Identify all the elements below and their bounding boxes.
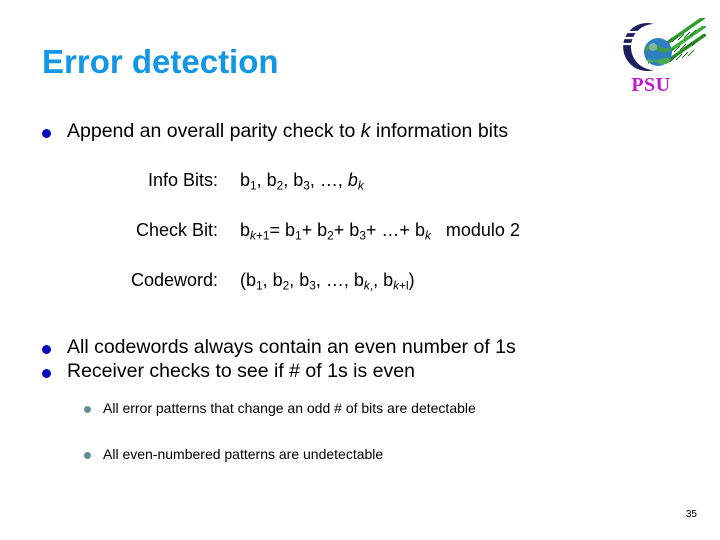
bullet-receiver-checks: Receiver checks to see if # of 1s is eve… xyxy=(42,360,415,383)
psu-logo: PSU xyxy=(596,16,706,108)
bullet-append-parity: Append an overall parity check to k info… xyxy=(42,120,508,143)
bullet-text-italic-k: k xyxy=(360,120,371,142)
equation-row-codeword: Codeword: (b1, b2, b3, …, bk,, bk+l) xyxy=(98,270,415,291)
psu-globe-logo-icon xyxy=(608,18,706,71)
equation-value-codeword: (b1, b2, b3, …, bk,, bk+l) xyxy=(240,270,415,293)
subbullet-even-patterns-undetectable: All even-numbered patterns are undetecta… xyxy=(84,446,383,463)
equation-value-check-bit: bk+1= b1+ b2+ b3+ …+ bk modulo 2 xyxy=(240,220,520,243)
subbullet-odd-patterns-detectable: All error patterns that change an odd # … xyxy=(84,400,476,417)
bullet-dot-icon xyxy=(42,369,51,378)
bullet-all-codewords-even-label: All codewords always contain an even num… xyxy=(67,336,516,358)
psu-logo-text: PSU xyxy=(631,74,671,96)
equation-label-info-bits: Info Bits: xyxy=(147,170,218,190)
equation-row-check-bit: Check Bit: bk+1= b1+ b2+ b3+ …+ bk modulo… xyxy=(98,220,520,241)
bullet-receiver-checks-label: Receiver checks to see if # of 1s is eve… xyxy=(67,360,415,382)
bullet-text-part-1: Append an overall parity check to xyxy=(67,120,361,142)
bullet-append-parity-label: Append an overall parity check to k info… xyxy=(67,120,508,143)
equation-label-codeword: Codeword: xyxy=(130,270,218,290)
equation-row-info-bits: Info Bits: b1, b2, b3, …, bk xyxy=(98,170,364,191)
bullet-text-part-2: information bits xyxy=(370,120,509,142)
page-number: 35 xyxy=(685,509,697,520)
subbullet-even-patterns-undetectable-label: All even-numbered patterns are undetecta… xyxy=(103,446,384,462)
equation-value-info-bits: b1, b2, b3, …, bk xyxy=(240,170,364,193)
page-title: Error detection xyxy=(42,43,279,80)
equation-label-check-bit: Check Bit: xyxy=(135,220,218,240)
bullet-all-codewords-even: All codewords always contain an even num… xyxy=(42,336,516,359)
bullet-dot-icon xyxy=(42,345,51,354)
bullet-dot-icon xyxy=(42,129,51,138)
subbullet-dot-icon xyxy=(84,452,91,459)
subbullet-odd-patterns-detectable-label: All error patterns that change an odd # … xyxy=(103,400,476,416)
subbullet-dot-icon xyxy=(84,406,91,413)
